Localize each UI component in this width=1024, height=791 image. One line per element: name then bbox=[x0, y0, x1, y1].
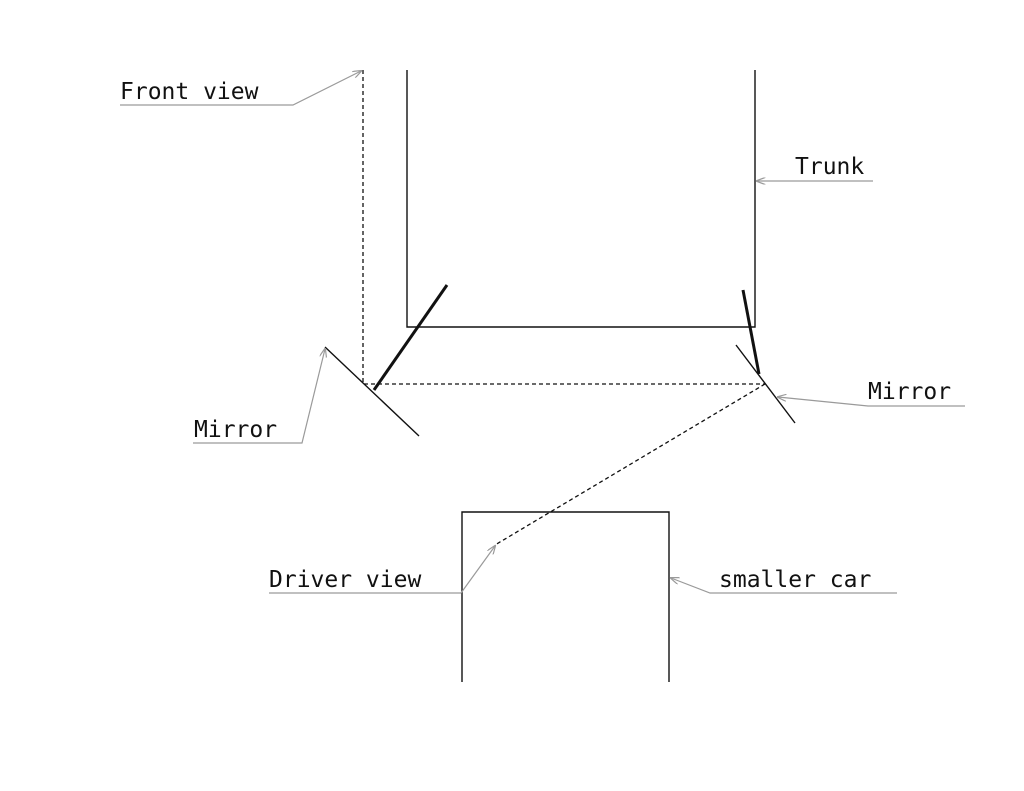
smaller-car-label: smaller car bbox=[719, 567, 871, 593]
mirror-left-label: Mirror bbox=[194, 417, 277, 443]
right-mirror bbox=[735, 344, 796, 424]
driver-view-leader bbox=[269, 546, 495, 594]
mirror-left-leader bbox=[193, 349, 325, 444]
mirror-right-leader bbox=[778, 397, 965, 407]
right-mirror-arm bbox=[741, 289, 761, 375]
front-view-leader bbox=[120, 71, 361, 106]
left-mirror-arm bbox=[372, 284, 449, 391]
trunk-outline bbox=[406, 70, 756, 328]
trunk-label: Trunk bbox=[795, 154, 864, 180]
smaller-car-leader bbox=[671, 578, 897, 594]
driver-view-label: Driver view bbox=[269, 567, 421, 593]
mirror-right-label: Mirror bbox=[868, 379, 951, 405]
smaller-car-outline bbox=[461, 511, 670, 682]
front-view-ray bbox=[362, 70, 765, 385]
driver-view-ray bbox=[494, 383, 766, 546]
front-view-label: Front view bbox=[120, 79, 259, 105]
left-mirror bbox=[324, 346, 420, 437]
